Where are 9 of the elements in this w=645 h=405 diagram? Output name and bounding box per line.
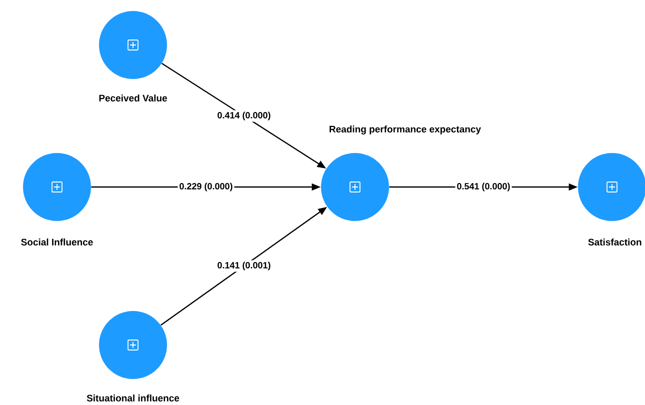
construct-label: Situational influence [86,394,180,402]
edge-label: 0.541 (0.000) [455,181,512,193]
construct-label: Peceived Value [99,94,167,102]
edge-label: 0.414 (0.000) [216,110,272,122]
edge-label: 0.229 (0.000) [178,181,234,193]
construct-label: Social Influence [21,238,93,246]
construct-label: Satisfaction [588,238,642,246]
construct-label: Reading performance expectancy [330,126,481,134]
edge-label: 0.141 (0.001) [216,260,272,272]
